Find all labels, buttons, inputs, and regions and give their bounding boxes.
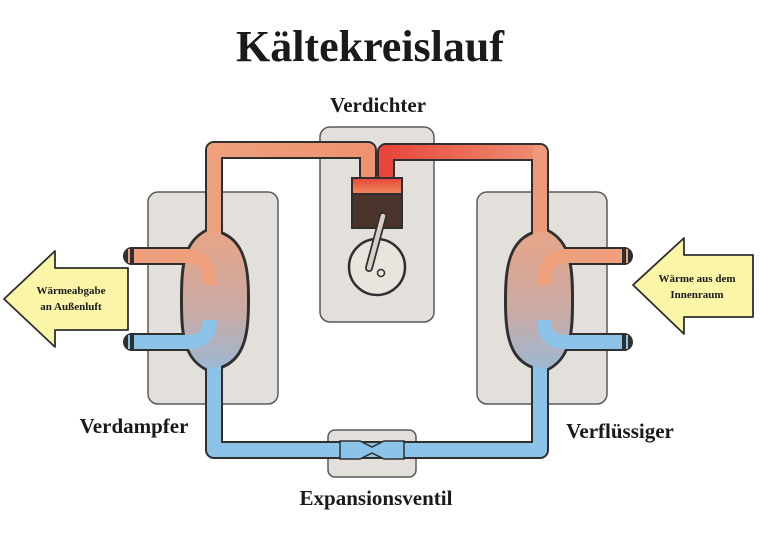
coil-fill (128, 249, 628, 349)
crank-pin (376, 268, 386, 278)
condenser-inlet-cap (622, 247, 626, 265)
label-compressor: Verdichter (330, 93, 426, 117)
arrow-right-text-line2: Innenraum (670, 289, 723, 301)
diagram-title: Kältekreislauf (236, 22, 505, 71)
evaporator-outlet-cap (130, 333, 134, 351)
arrow-left-heat-release (3, 250, 129, 348)
arrow-left-text-line1: Wärmeabgabe (36, 285, 105, 297)
label-condenser: Verflüssiger (566, 419, 674, 443)
label-expansion-valve: Expansionsventil (300, 486, 453, 510)
evaporator-inlet-cap (130, 247, 134, 265)
compressor-mechanism (347, 177, 407, 297)
condenser-outlet-cap (622, 333, 626, 351)
label-evaporator: Verdampfer (80, 414, 189, 438)
arrow-right-text-line1: Wärme aus dem (659, 273, 736, 285)
connecting-rod-inner (366, 213, 386, 271)
expansion-valve-throat (339, 440, 405, 460)
arrow-left-text-line2: an Außenluft (40, 301, 102, 313)
piston-head (351, 177, 403, 195)
arrow-right-heat-intake (632, 237, 754, 335)
